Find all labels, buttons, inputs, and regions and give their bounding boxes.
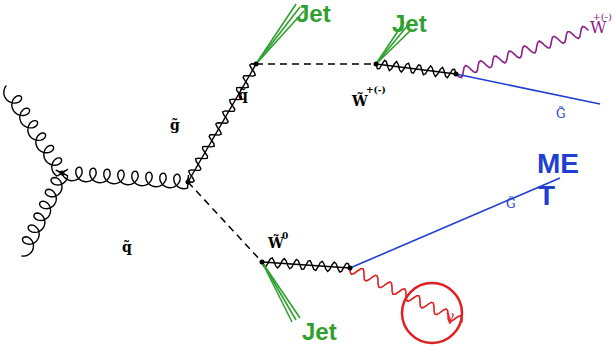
jet-label: Jet — [296, 2, 331, 26]
particle-label: G̃ — [556, 108, 566, 120]
particle-label: W̃ — [268, 236, 284, 250]
photon-line — [350, 268, 462, 322]
squark-line — [188, 182, 262, 262]
gluon-line — [4, 86, 68, 176]
highlight-circle — [402, 283, 462, 343]
particle-label: q̃ — [238, 88, 248, 102]
wino-line — [262, 258, 350, 272]
met-label: T — [538, 182, 555, 210]
gravitino-line — [350, 178, 560, 268]
w-boson-line — [456, 27, 588, 78]
particle-label: γ — [446, 309, 454, 323]
particle-label: G̃ — [506, 198, 516, 210]
jet-label: Jet — [302, 320, 337, 344]
particle-label: W̃ — [352, 94, 368, 108]
charge-superscript: +(-) — [366, 86, 386, 95]
charge-superscript: +(-) — [592, 12, 612, 22]
gluino-line — [188, 64, 256, 183]
particle-label: W — [590, 20, 606, 36]
gluon-line — [22, 170, 68, 256]
jet-label: Jet — [392, 12, 427, 36]
gravitino-line — [456, 74, 600, 104]
particle-label: q̃ — [122, 240, 132, 254]
met-label: ME — [537, 150, 579, 178]
squark-line — [256, 63, 376, 65]
particle-label: g̃ — [170, 118, 180, 132]
vertex-dot — [60, 62, 459, 271]
gluon-line — [62, 167, 189, 189]
gluino-line — [188, 64, 256, 182]
wino-line — [376, 60, 456, 77]
charge-superscript: 0 — [282, 232, 288, 241]
jet-symbol — [262, 262, 300, 322]
